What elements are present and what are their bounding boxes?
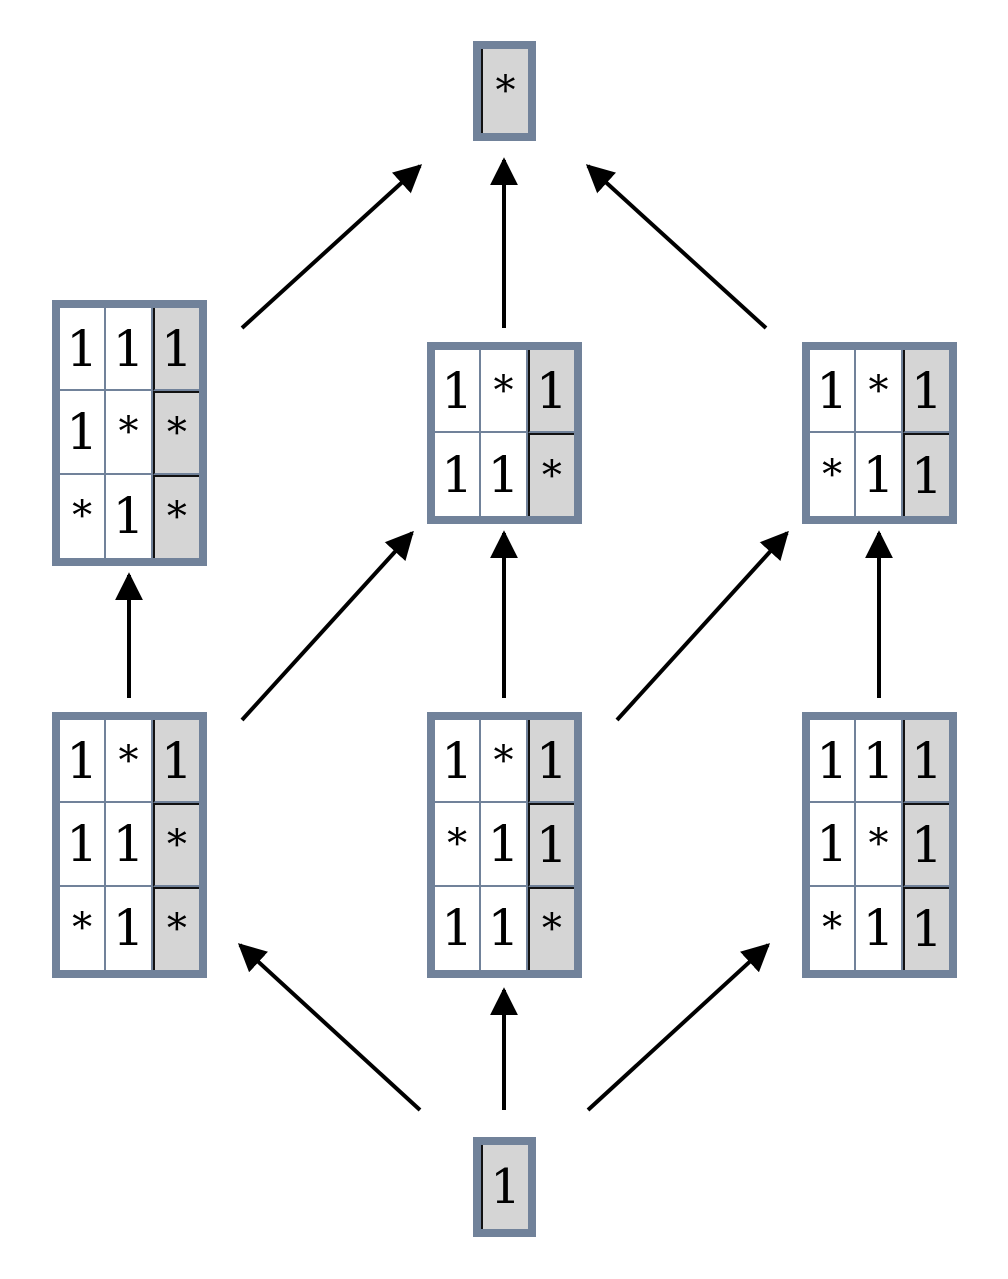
table-cell: 1 (106, 308, 153, 392)
table-cell: * (527, 886, 574, 970)
table-cell: 1 (856, 886, 903, 970)
arrow-bottom-to-level1-right (586, 943, 771, 1112)
table-bottom: 1 (473, 1137, 536, 1237)
table-grid: * (481, 49, 528, 133)
table-cell: * (481, 720, 528, 804)
table-cell: 1 (902, 350, 949, 433)
table-cell: 1 (527, 350, 574, 433)
table-cell: 1 (152, 308, 199, 392)
table-cell: * (152, 391, 199, 475)
arrow-level1-center-to-level2-right (615, 530, 789, 722)
table-cell: 1 (527, 803, 574, 887)
table-cell: 1 (527, 720, 574, 804)
table-cell: 1 (481, 433, 528, 516)
table-cell: * (152, 803, 199, 887)
table-cell: 1 (902, 886, 949, 970)
table-cell: * (810, 433, 857, 516)
table-cell: 1 (902, 720, 949, 804)
table-cell: 1 (481, 1145, 528, 1229)
arrow-level2-right-to-top (585, 164, 768, 330)
table-cell: 1 (481, 803, 528, 887)
table-cell: * (856, 803, 903, 887)
table-cell: * (106, 391, 153, 475)
table-cell: 1 (60, 803, 107, 887)
table-cell: 1 (60, 391, 107, 475)
table-cell: 1 (60, 308, 107, 392)
table-cell: 1 (810, 350, 857, 433)
table-cell: * (60, 474, 107, 558)
table-cell: 1 (106, 886, 153, 970)
table-cell: * (856, 350, 903, 433)
table-cell: * (60, 886, 107, 970)
table-cell: 1 (106, 474, 153, 558)
arrow-bottom-to-level1-left (237, 943, 422, 1112)
table-cell: * (481, 49, 528, 133)
table-cell: 1 (481, 886, 528, 970)
table-cell: 1 (435, 350, 482, 433)
table-cell: 1 (60, 720, 107, 804)
table-cell: 1 (810, 720, 857, 804)
table-cell: 1 (902, 433, 949, 516)
table-cell: 1 (435, 720, 482, 804)
table-grid: 1 (481, 1145, 528, 1229)
table-cell: * (481, 350, 528, 433)
table-cell: * (435, 803, 482, 887)
table-cell: 1 (106, 803, 153, 887)
table-cell: * (152, 474, 199, 558)
table-cell: * (152, 886, 199, 970)
arrow-level2-left-to-top (240, 164, 423, 330)
table-cell: 1 (810, 803, 857, 887)
table-cell: * (527, 433, 574, 516)
table-cell: 1 (856, 433, 903, 516)
table-cell: * (106, 720, 153, 804)
table-cell: 1 (902, 803, 949, 887)
table-cell: 1 (435, 433, 482, 516)
table-cell: 1 (152, 720, 199, 804)
table-top: * (473, 41, 536, 141)
arrow-level1-left-to-level2-center (240, 530, 414, 722)
table-cell: 1 (856, 720, 903, 804)
table-cell: * (810, 886, 857, 970)
table-cell: 1 (435, 886, 482, 970)
